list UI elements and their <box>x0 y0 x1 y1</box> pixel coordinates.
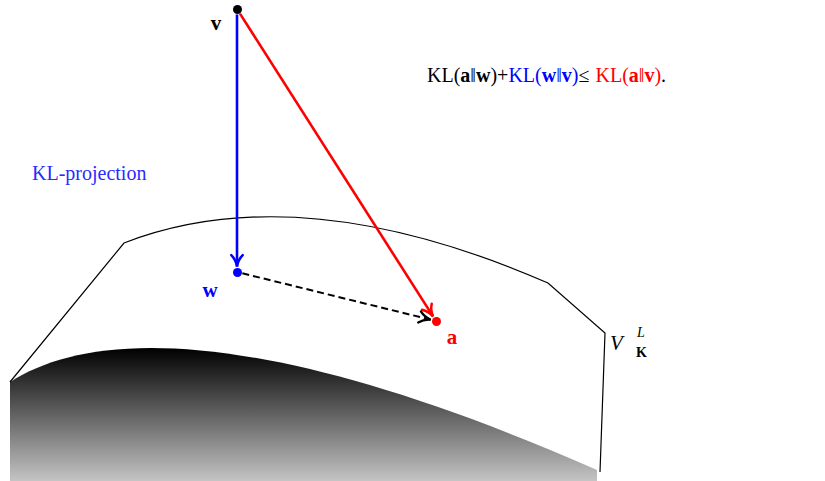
surface-outline <box>10 217 605 472</box>
point-dot: w <box>233 268 242 277</box>
point-label: a <box>447 327 458 348</box>
point-label: v <box>211 13 222 34</box>
set-subscript: K <box>636 345 647 360</box>
point-dot: v <box>233 5 242 14</box>
formula-part: . <box>661 64 666 86</box>
edge-label: KL-projection <box>32 162 146 184</box>
arrow-connector <box>240 14 433 317</box>
inequality: KL(a‖w)+KL(w‖v)≤ KL(a‖v). <box>427 64 666 86</box>
formula-part: KL(a‖v) <box>595 64 661 86</box>
set-name: V <box>610 332 623 355</box>
point-label: w <box>202 280 217 301</box>
arrow-connector <box>236 15 239 267</box>
set-superscript: L <box>637 325 645 340</box>
formula-part: KL(w‖v) <box>508 64 578 86</box>
formula-part: ≤ <box>578 64 589 86</box>
point-dot: a <box>432 317 441 326</box>
shaded-body <box>10 348 597 481</box>
arrow-connector <box>242 273 430 319</box>
formula-part: KL(a‖w)+ <box>427 64 508 86</box>
